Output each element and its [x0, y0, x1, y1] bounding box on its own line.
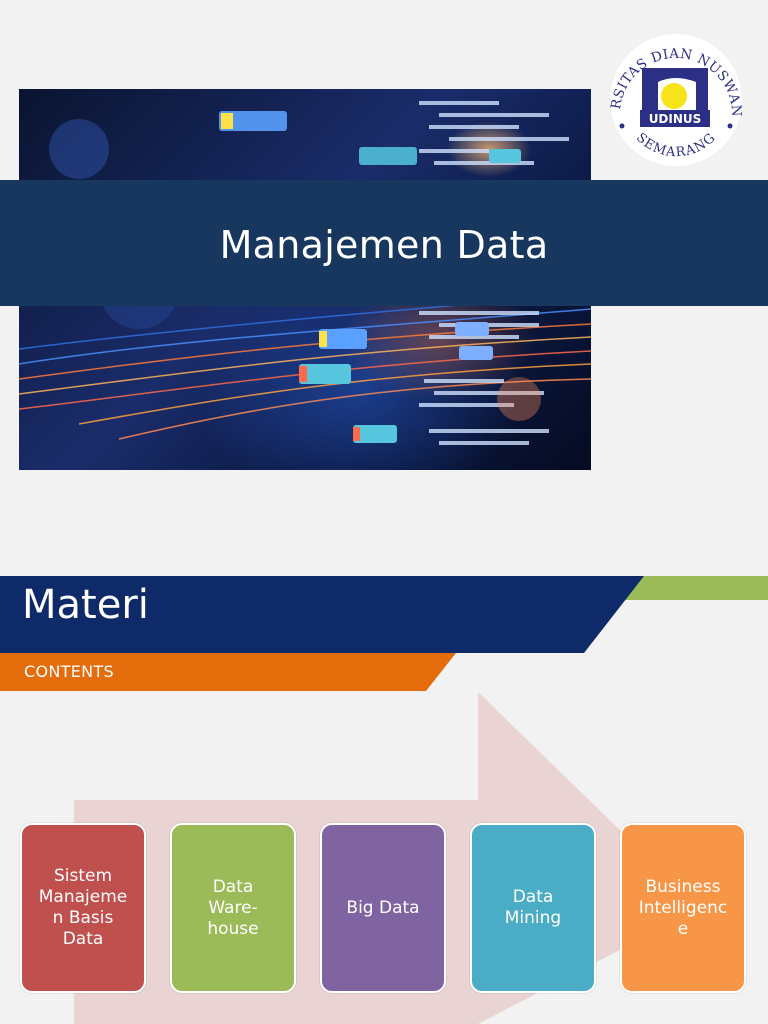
contents-slide: Materi CONTENTS Sistem Manajeme n Basis …: [0, 512, 768, 1024]
step-label: Data Ware- house: [207, 876, 259, 939]
svg-text:UDINUS: UDINUS: [649, 112, 702, 126]
step-sistem-manajemen-basis-data: Sistem Manajeme n Basis Data: [20, 823, 146, 993]
step-business-intelligence: Business Intelligenc e: [620, 823, 746, 993]
title-band: Manajemen Data: [0, 180, 768, 306]
step-label: Sistem Manajeme n Basis Data: [38, 866, 128, 949]
step-big-data: Big Data: [320, 823, 446, 993]
slide-title: Manajemen Data: [219, 223, 549, 267]
step-label: Business Intelligenc e: [638, 876, 728, 939]
title-slide: Manajemen Data UNIVERSITAS DIAN NUSWANTO…: [0, 12, 768, 470]
slide-subheading: CONTENTS: [24, 662, 114, 681]
step-label: Big Data: [346, 897, 420, 918]
step-label: Data Mining: [504, 887, 562, 928]
code-lines-graphic: [19, 101, 591, 445]
step-data-mining: Data Mining: [470, 823, 596, 993]
slide-heading: Materi: [22, 582, 149, 628]
header-shapes: [0, 576, 768, 691]
udinus-logo: UNIVERSITAS DIAN NUSWANTORO SEMARANG UDI…: [598, 12, 748, 172]
step-data-warehouse: Data Ware- house: [170, 823, 296, 993]
